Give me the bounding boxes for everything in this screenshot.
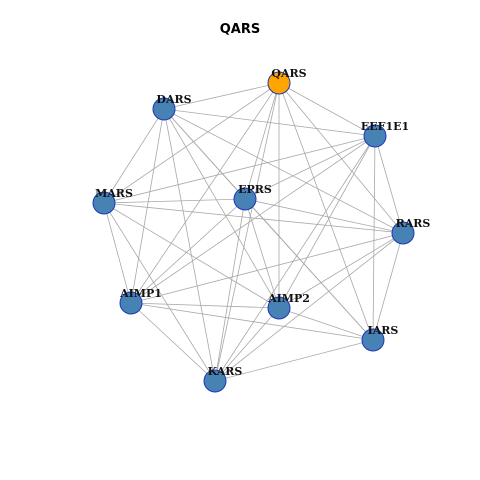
node-eprs[interactable] — [233, 187, 257, 211]
edge-rars-aimp2 — [278, 232, 404, 309]
edge-eprs-aimp2 — [244, 198, 280, 309]
node-label-aimp2: AIMP2 — [267, 292, 310, 305]
edge-dars-kars — [163, 108, 216, 382]
node-iars[interactable] — [361, 328, 385, 352]
node-label-kars: KARS — [208, 365, 243, 378]
node-label-eprs: EPRS — [238, 183, 272, 196]
graph-title: QARS — [219, 22, 261, 37]
node-aimp2[interactable] — [267, 296, 291, 320]
node-label-rars: RARS — [396, 217, 431, 230]
edge-eef1e1-aimp2 — [278, 135, 376, 309]
edge-aimp1-iars — [130, 302, 374, 341]
node-label-qars: QARS — [271, 67, 306, 80]
edge-qars-kars — [214, 82, 280, 382]
edge-mars-kars — [103, 202, 216, 382]
node-kars[interactable] — [203, 369, 227, 393]
edge-dars-aimp2 — [163, 108, 280, 309]
node-label-dars: DARS — [156, 93, 191, 106]
edge-eef1e1-rars — [374, 135, 404, 234]
edge-qars-rars — [278, 82, 404, 234]
edge-eprs-aimp1 — [130, 198, 246, 304]
node-label-mars: MARS — [95, 187, 133, 200]
node-rars[interactable] — [391, 221, 415, 245]
edge-mars-rars — [103, 202, 404, 234]
edge-eprs-iars — [244, 198, 374, 341]
edge-rars-kars — [214, 232, 404, 382]
edge-dars-rars — [163, 108, 404, 234]
edge-eef1e1-kars — [214, 135, 376, 382]
edge-rars-aimp1 — [130, 232, 404, 304]
edge-qars-aimp1 — [130, 82, 280, 304]
node-layer — [92, 71, 415, 393]
edge-mars-aimp2 — [103, 202, 280, 309]
edge-eprs-kars — [214, 198, 246, 382]
edge-aimp2-iars — [278, 307, 374, 341]
edge-dars-mars — [103, 108, 165, 204]
edge-mars-eprs — [103, 198, 246, 204]
node-label-aimp1: AIMP1 — [119, 287, 162, 300]
edge-qars-dars — [163, 82, 280, 110]
node-mars[interactable] — [92, 191, 116, 215]
edge-eef1e1-iars — [372, 135, 376, 341]
edge-eef1e1-eprs — [244, 135, 376, 200]
node-label-iars: IARS — [368, 324, 399, 337]
edge-qars-mars — [103, 82, 280, 204]
edge-eprs-rars — [244, 198, 404, 234]
edge-dars-eef1e1 — [163, 108, 376, 137]
node-dars[interactable] — [152, 97, 176, 121]
edge-aimp1-kars — [130, 302, 216, 382]
edge-dars-aimp1 — [130, 108, 165, 304]
edge-layer — [103, 82, 404, 382]
edge-eef1e1-mars — [103, 135, 376, 204]
edge-aimp2-kars — [214, 307, 280, 382]
edge-mars-aimp1 — [103, 202, 132, 304]
edge-eef1e1-aimp1 — [130, 135, 376, 304]
edge-rars-iars — [372, 232, 404, 341]
edge-iars-kars — [214, 339, 374, 382]
node-eef1e1[interactable] — [363, 124, 387, 148]
node-qars[interactable] — [267, 71, 291, 95]
edge-aimp1-aimp2 — [130, 302, 280, 309]
node-aimp1[interactable] — [119, 291, 143, 315]
node-label-eef1e1: EEF1E1 — [361, 120, 409, 133]
edge-qars-eprs — [244, 82, 280, 200]
edge-qars-eef1e1 — [278, 82, 376, 137]
